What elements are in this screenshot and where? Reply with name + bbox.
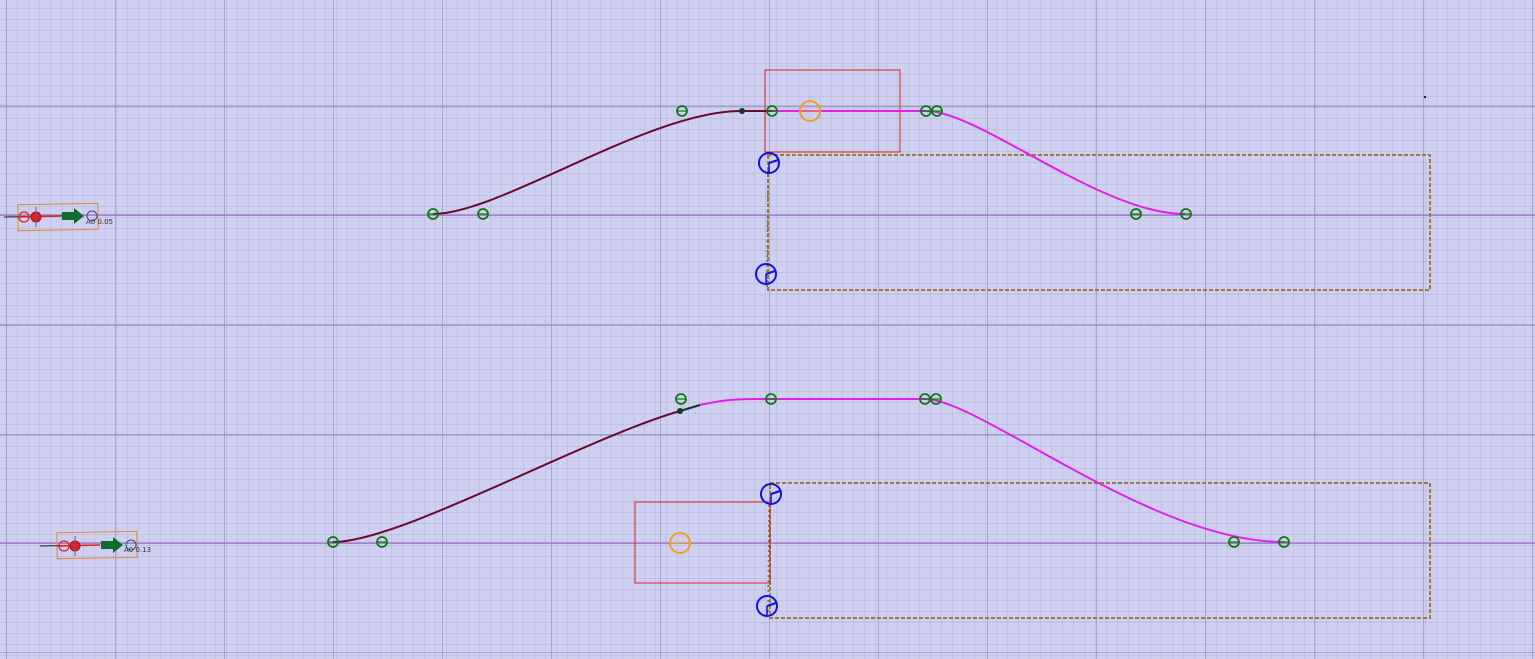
pane-divider[interactable] (0, 324, 1535, 325)
viewport-top[interactable]: A0 0.05 (0, 0, 1535, 324)
blue-marker-upper[interactable] (760, 483, 782, 505)
blue-marker-upper[interactable] (758, 152, 780, 174)
curve-in[interactable] (432, 109, 772, 215)
curve-connector[interactable] (679, 404, 701, 412)
range-box (767, 154, 1431, 291)
blue-marker-lower[interactable] (756, 595, 778, 617)
anchor-point[interactable] (677, 408, 683, 414)
vertical-trace (767, 504, 770, 616)
curve-in[interactable] (332, 410, 681, 543)
anchor-point[interactable] (739, 108, 745, 114)
point-marker (1424, 96, 1426, 98)
selection-box (634, 501, 771, 584)
direction-arrow-icon (101, 537, 123, 553)
speed-label: A0 0.05 (86, 218, 113, 226)
speed-label: A0 0.13 (124, 546, 151, 554)
vehicle-widget[interactable]: A0 0.05 (3, 202, 113, 232)
direction-arrow-icon (62, 208, 84, 224)
curve-out[interactable] (699, 397, 1285, 543)
viewport-bottom[interactable]: A0 0.13 (0, 325, 1535, 659)
blue-marker-lower[interactable] (755, 263, 777, 285)
top-canvas: A0 0.05 (0, 69, 1535, 291)
bottom-canvas: A0 0.13 (0, 393, 1535, 619)
curve-out[interactable] (772, 110, 1186, 215)
range-box (769, 482, 1431, 619)
vehicle-widget[interactable]: A0 0.13 (39, 530, 151, 560)
